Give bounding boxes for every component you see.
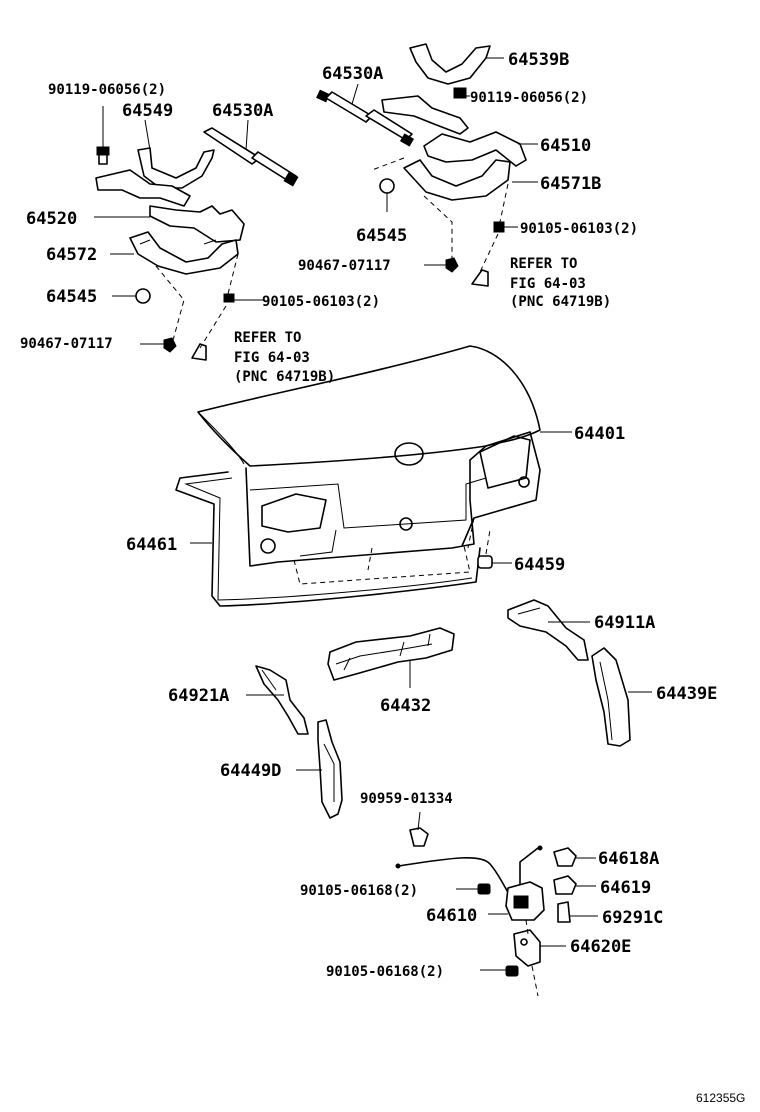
label-64619: 64619 <box>600 878 651 898</box>
label-64449D: 64449D <box>220 761 281 781</box>
label-64432: 64432 <box>380 696 431 716</box>
trim-64449D <box>296 719 343 819</box>
clip-90467-right <box>424 257 459 273</box>
label-64545-left: 64545 <box>46 287 97 307</box>
label-90105-06168-a: 90105-06168(2) <box>300 883 418 899</box>
bolt-90105-06168-b <box>480 965 519 977</box>
latch-assembly <box>395 811 598 997</box>
label-90105-06168-b: 90105-06168(2) <box>326 964 444 980</box>
label-90105-right: 90105-06103(2) <box>520 221 638 237</box>
cover-64432 <box>327 627 455 688</box>
label-64530A-left: 64530A <box>212 101 273 121</box>
label-64539B: 64539B <box>508 50 569 70</box>
label-64571B: 64571B <box>540 174 601 194</box>
bolt-90105-right <box>493 221 518 233</box>
label-90467-right: 90467-07117 <box>298 258 391 274</box>
label-69291C: 69291C <box>602 908 663 928</box>
label-64572: 64572 <box>46 245 97 265</box>
bolt-90105-06168-a <box>456 883 491 895</box>
bolt-90119-right <box>453 87 470 99</box>
bracket-64539B <box>409 43 504 85</box>
refer-right-line3: (PNC 64719B) <box>510 294 611 310</box>
bumper-64459 <box>477 529 512 569</box>
label-64530A-right: 64530A <box>322 64 383 84</box>
clip-ref-left <box>191 343 207 361</box>
grommet-64545-right <box>379 178 395 212</box>
trim-64911A <box>507 599 590 661</box>
label-64439E: 64439E <box>656 684 717 704</box>
label-90119-right: 90119-06056(2) <box>470 90 588 106</box>
clip-90959 <box>409 811 429 847</box>
damper-stay-64530A-left <box>203 119 299 187</box>
refer-left-line1: REFER TO <box>234 330 301 346</box>
label-64921A: 64921A <box>168 686 229 706</box>
refer-right-line2: FIG 64-03 <box>510 276 586 292</box>
label-64610: 64610 <box>426 906 477 926</box>
labels: 90119-06056(2) 64549 64530A 64520 64572 … <box>20 50 745 1105</box>
refer-right-line1: REFER TO <box>510 256 577 272</box>
clip-ref-right <box>471 269 489 287</box>
hinge-64572 <box>110 231 239 275</box>
part-64619 <box>553 875 596 895</box>
label-64620E: 64620E <box>570 937 631 957</box>
left-hinge-assembly <box>94 106 299 361</box>
label-64549: 64549 <box>122 101 173 121</box>
label-64911A: 64911A <box>594 613 655 633</box>
label-90119-left: 90119-06056(2) <box>48 82 166 98</box>
clip-90467-left <box>140 337 177 353</box>
part-69291C <box>557 901 598 923</box>
damper-stay-64530A-right <box>316 83 415 147</box>
hinge-64571B <box>403 159 538 201</box>
trim-64921A <box>246 665 309 735</box>
bracket-64549 <box>137 119 215 189</box>
illustration-code: 612355G <box>696 1091 745 1105</box>
label-64618A: 64618A <box>598 849 659 869</box>
label-64461: 64461 <box>126 535 177 555</box>
label-64459: 64459 <box>514 555 565 575</box>
weatherstrip-64461 <box>175 471 481 607</box>
trim-64439E <box>591 647 652 747</box>
trunk-lid-64401 <box>197 345 572 585</box>
part-64618A <box>553 847 596 867</box>
label-64520: 64520 <box>26 209 77 229</box>
bolt-90119-left <box>96 106 110 165</box>
refer-left-line3: (PNC 64719B) <box>234 369 335 385</box>
label-90959: 90959-01334 <box>360 791 453 807</box>
grommet-64545-left <box>112 288 151 304</box>
striker-64620E <box>513 929 566 967</box>
label-64401: 64401 <box>574 424 625 444</box>
latch-64610 <box>488 881 545 921</box>
hinge-64520 <box>94 169 245 243</box>
bolt-90105-left <box>223 293 264 303</box>
label-90467-left: 90467-07117 <box>20 336 113 352</box>
label-64545-right: 64545 <box>356 226 407 246</box>
right-hinge-assembly <box>316 43 538 287</box>
label-90105-left: 90105-06103(2) <box>262 294 380 310</box>
label-64510: 64510 <box>540 136 591 156</box>
refer-left-line2: FIG 64-03 <box>234 350 310 366</box>
hinge-64510 <box>381 95 538 167</box>
